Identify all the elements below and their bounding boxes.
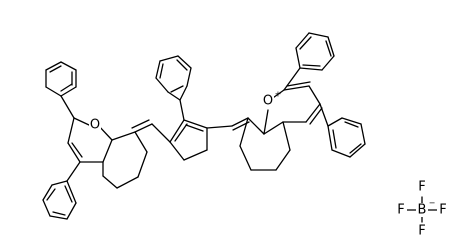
boron-label: B <box>418 203 427 218</box>
fluorine-right-bg <box>437 203 449 217</box>
boron-bg <box>416 203 428 217</box>
oxygen-right-bg <box>262 94 274 108</box>
fluorine-top-bg <box>416 180 428 194</box>
fluorine-bottom-label: F <box>418 224 425 239</box>
fluorine-left-label: F <box>397 203 404 218</box>
boron-charge: − <box>429 199 436 208</box>
oxygen-left-bg <box>89 118 101 132</box>
fluorine-bottom-bg <box>416 224 428 238</box>
bonds <box>42 32 438 223</box>
fluorine-right-label: F <box>439 203 446 218</box>
fluorine-top-label: F <box>418 180 425 195</box>
fluorine-left-bg <box>395 203 407 217</box>
oxygen-left-label: O <box>90 118 100 133</box>
oxygen-right-charge: + <box>275 90 282 99</box>
oxygen-right-label: O <box>263 94 273 109</box>
atom-labels: O O + B − F F F F <box>89 90 449 239</box>
